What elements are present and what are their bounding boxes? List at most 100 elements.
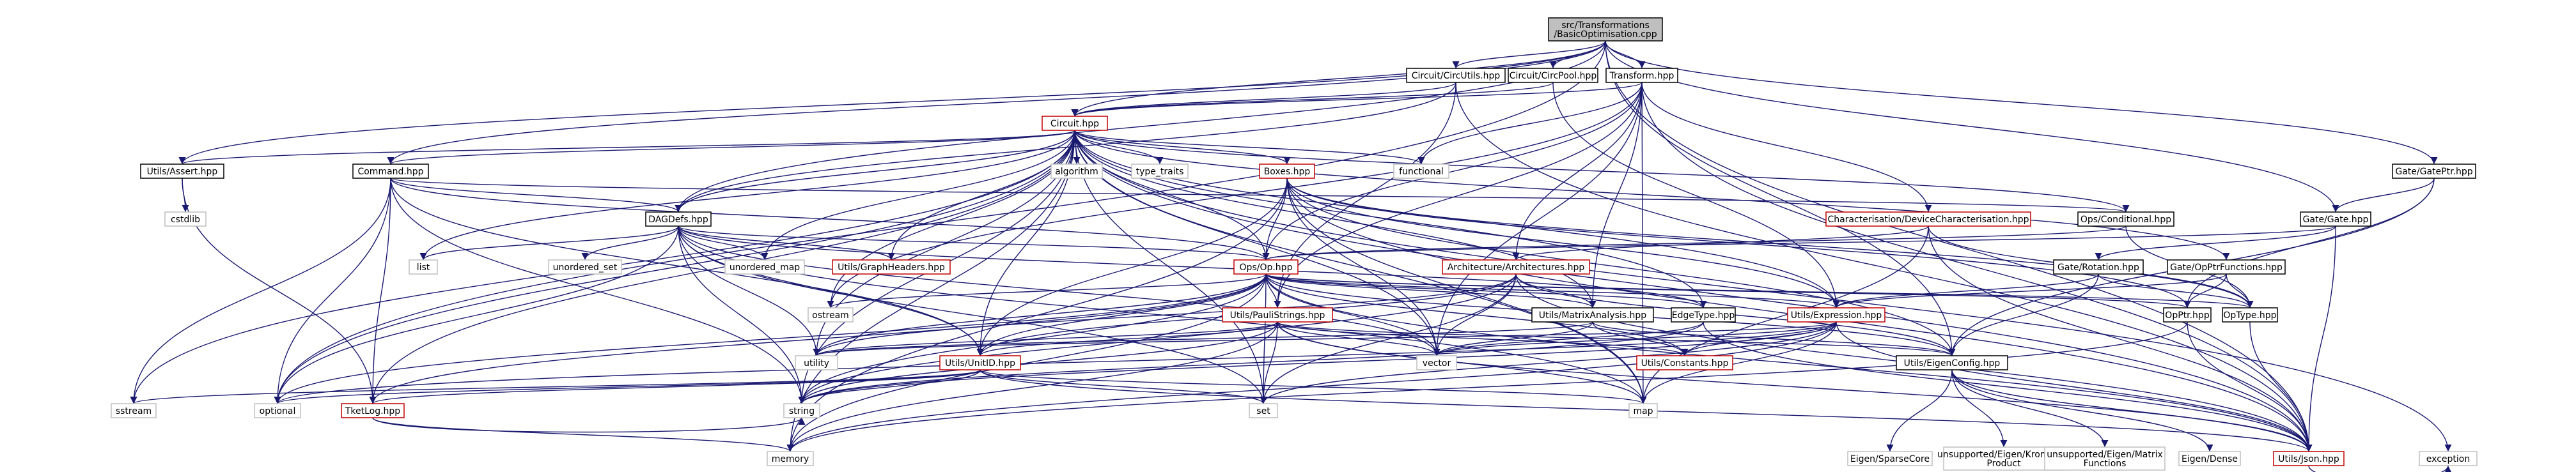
node-algorithm: algorithm <box>1050 164 1103 179</box>
edge-root-to-dagdefs <box>675 40 1606 213</box>
node-box <box>1508 68 1598 83</box>
node-opptr[interactable]: OpPtr.hpp <box>2163 307 2212 323</box>
edge-circuit-to-unordered_map <box>761 130 1075 261</box>
edge-root-to-circuit <box>1071 40 1606 117</box>
edge-dagdefs-to-unordered_set <box>581 225 679 261</box>
node-gateptr[interactable]: Gate/GatePtr.hpp <box>2392 164 2476 179</box>
node-cstdlib: cstdlib <box>164 211 207 227</box>
edge-expression-to-vector <box>1433 321 1837 356</box>
node-box <box>2077 211 2174 227</box>
edge-dagdefs-to-graphheaders <box>678 225 895 261</box>
edge-transform-to-circuit <box>1071 82 1643 117</box>
node-gate[interactable]: Gate/Gate.hpp <box>2300 211 2371 227</box>
node-box <box>2167 259 2286 275</box>
edge-circuit-to-list <box>419 130 1075 261</box>
edge-unitid-to-tketlog <box>369 369 981 404</box>
edge-op-to-expression <box>1265 273 1840 308</box>
edge-unitid-to-sstream <box>130 369 981 404</box>
node-label: Utils/Json.hpp <box>2278 454 2339 464</box>
node-rotation[interactable]: Gate/Rotation.hpp <box>2053 259 2144 275</box>
edge-circpool-to-circuit <box>1071 82 1554 117</box>
node-matrixanalysis[interactable]: Utils/MatrixAnalysis.hpp <box>1531 307 1654 323</box>
edge-matrixanalysis-to-utility <box>813 321 1593 356</box>
node-sstream: sstream <box>111 403 157 418</box>
node-constants[interactable]: Utils/Constants.hpp <box>1636 355 1733 370</box>
edge-command-to-optional <box>274 178 391 404</box>
node-optype[interactable]: OpType.hpp <box>2222 307 2278 323</box>
node-arch[interactable]: Architecture/Architectures.hpp <box>1442 259 1590 275</box>
node-conditional[interactable]: Ops/Conditional.hpp <box>2077 211 2174 227</box>
edge-op-to-utility <box>813 273 1267 356</box>
node-label: Architecture/Architectures.hpp <box>1448 263 1585 273</box>
node-json[interactable]: Utils/Json.hpp <box>2273 451 2345 466</box>
edge-gateptr-to-opptr <box>2183 178 2435 308</box>
node-label: Utils/PauliStrings.hpp <box>1230 310 1325 321</box>
edge-dagdefs-to-list <box>419 225 679 261</box>
node-transform[interactable]: Transform.hpp <box>1605 68 1678 83</box>
node-root[interactable]: src/Transformations/BasicOptimisation.cp… <box>1548 17 1663 42</box>
edge-boxes-to-vector <box>1286 178 1440 356</box>
node-box <box>254 403 301 418</box>
edge-circuit-to-memory <box>786 130 1075 452</box>
edge-circuit-to-optional <box>274 130 1075 404</box>
node-box <box>1406 68 1506 83</box>
node-box <box>1442 259 1590 275</box>
node-charact[interactable]: Characterisation/DeviceCharacterisation.… <box>1825 211 2031 227</box>
edge-circuit-to-map <box>1074 130 1647 404</box>
node-box <box>2419 451 2478 466</box>
edge-transform-to-arch <box>1512 82 1643 261</box>
node-label: Utils/Assert.hpp <box>147 167 218 177</box>
node-box <box>1393 164 1449 179</box>
node-command[interactable]: Command.hpp <box>352 164 429 179</box>
edge-circuit-to-set <box>1074 130 1267 404</box>
edge-transform-to-matrixanalysis <box>1589 82 1643 308</box>
edge-rotation-to-eigenconfig <box>1948 273 2099 356</box>
node-edgetype[interactable]: EdgeType.hpp <box>1671 307 1736 323</box>
node-label: src/Transformations/BasicOptimisation.cp… <box>1554 20 1657 40</box>
node-label: Boxes.hpp <box>1264 167 1311 177</box>
node-expression[interactable]: Utils/Expression.hpp <box>1787 307 1885 323</box>
node-graphheaders[interactable]: Utils/GraphHeaders.hpp <box>832 259 951 275</box>
edge-expression-to-set <box>1260 321 1837 404</box>
node-box <box>352 164 429 179</box>
node-label: vector <box>1423 358 1451 369</box>
edge-arch-to-string <box>798 273 1517 404</box>
edge-arch-to-vector <box>1433 273 1517 356</box>
edge-expression-to-string <box>798 321 1837 404</box>
node-box <box>724 259 805 275</box>
node-circutils[interactable]: Circuit/CircUtils.hpp <box>1406 68 1506 83</box>
node-box <box>409 259 438 275</box>
edge-root-to-optional <box>274 40 1606 404</box>
node-circpool[interactable]: Circuit/CircPool.hpp <box>1508 68 1598 83</box>
edge-dagdefs-to-optional <box>274 225 679 404</box>
edge-gate-to-json <box>2305 225 2336 452</box>
node-op[interactable]: Ops/Op.hpp <box>1233 259 1299 275</box>
node-paulistrings[interactable]: Utils/PauliStrings.hpp <box>1222 307 1333 323</box>
node-assert[interactable]: Utils/Assert.hpp <box>140 164 224 179</box>
edge-circuit-to-command <box>387 130 1075 165</box>
edge-op-to-matrixanalysis <box>1265 273 1596 308</box>
node-eigendense: Eigen/Dense <box>2178 451 2241 466</box>
node-label: type_traits <box>1136 167 1184 177</box>
edge-gate-to-op <box>1263 225 2336 261</box>
node-label: TketLog.hpp <box>345 406 400 416</box>
node-dagdefs[interactable]: DAGDefs.hpp <box>645 211 712 227</box>
node-label: Utils/Expression.hpp <box>1791 310 1882 321</box>
edge-json-to-exception <box>2308 465 2452 472</box>
node-circuit[interactable]: Circuit.hpp <box>1042 116 1108 131</box>
node-boxes[interactable]: Boxes.hpp <box>1259 164 1315 179</box>
node-unitid[interactable]: Utils/UnitID.hpp <box>939 355 1021 370</box>
node-eigenconfig[interactable]: Utils/EigenConfig.hpp <box>1896 355 2008 370</box>
node-box <box>1416 355 1457 370</box>
node-box <box>1050 164 1103 179</box>
node-label: ostream <box>812 310 849 321</box>
node-box <box>1531 307 1654 323</box>
node-label: Characterisation/DeviceCharacterisation.… <box>1827 215 2029 225</box>
node-optional: optional <box>254 403 301 418</box>
node-opptrfunc[interactable]: Gate/OpPtrFunctions.hpp <box>2167 259 2286 275</box>
edge-circuit-to-ostream <box>827 130 1075 308</box>
node-box <box>140 164 224 179</box>
edge-tketlog-to-string <box>372 417 806 433</box>
node-tketlog[interactable]: TketLog.hpp <box>341 403 405 418</box>
